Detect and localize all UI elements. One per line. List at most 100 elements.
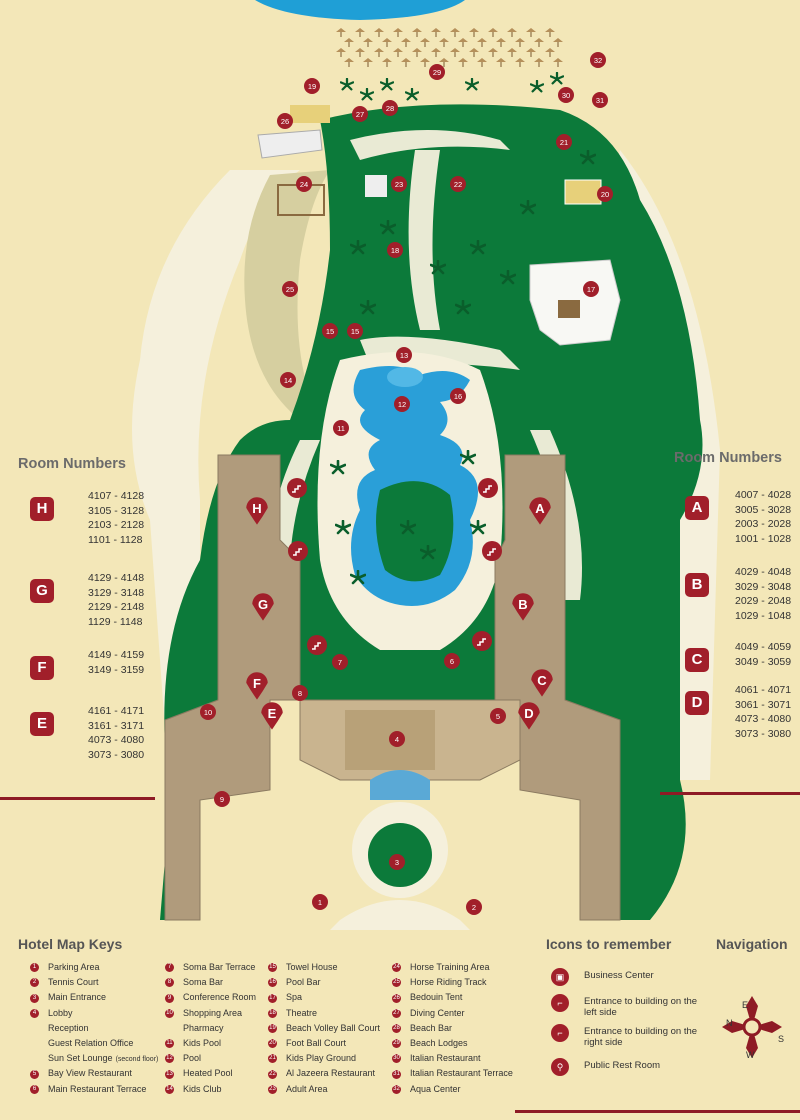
wing-left	[164, 454, 301, 921]
stairs-markers	[287, 478, 502, 655]
stairs-icon: ⌐	[551, 994, 569, 1012]
room-range: 4073 - 4080	[735, 713, 792, 725]
map-marker-number: 28	[386, 104, 394, 113]
compass-center	[742, 1017, 762, 1037]
legend-label: Reception	[48, 1022, 89, 1033]
map-marker-number: 14	[284, 376, 292, 385]
icon-label: Public Rest Room	[584, 1060, 661, 1071]
legend-label: Towel House	[286, 962, 338, 972]
room-range: 2103 - 2128	[88, 519, 145, 531]
room-range: 4061 - 4071	[735, 684, 792, 696]
map-marker	[280, 372, 296, 388]
map-marker-number: 21	[560, 138, 568, 147]
room-range: 3049 - 3059	[735, 655, 792, 668]
map-marker-number: 31	[596, 96, 604, 105]
legend-number: 12	[165, 1054, 174, 1064]
map-marker	[558, 87, 574, 103]
legend-number: 14	[165, 1084, 174, 1094]
stairs-icon	[482, 541, 502, 561]
map-marker-number: 11	[337, 424, 345, 433]
stairs-icon	[287, 478, 307, 498]
legend-label: Sun Set Lounge	[48, 1053, 113, 1064]
map-marker	[592, 92, 608, 108]
compass-needle-e	[752, 1021, 782, 1033]
legend-label: Diving Center	[410, 1007, 465, 1018]
legend-note: (second floor)	[115, 1056, 159, 1064]
map-marker	[352, 106, 368, 122]
navigation-title: Navigation	[716, 936, 788, 952]
map-marker-number: 3	[395, 858, 399, 867]
map-marker-number: 16	[454, 392, 462, 401]
legend-number: 28	[392, 1023, 401, 1033]
legend-item: 20 Foot Ball Court	[268, 1038, 347, 1049]
building-pin-label-e: E	[268, 706, 277, 721]
room-range: 1129 - 1148	[88, 615, 143, 628]
compass-n: N	[726, 1018, 733, 1028]
stairs-glyph	[487, 548, 496, 556]
map-marker-number: 25	[286, 285, 294, 294]
map-marker	[396, 347, 412, 363]
legend-number: 5	[30, 1069, 39, 1079]
legend-number: 9	[165, 993, 174, 1003]
legend-item: Sun Set Lounge(second floor)	[30, 1053, 158, 1063]
legend-label: Beach Volley Ball Court	[286, 1022, 381, 1033]
legend-label: Italian Restaurant	[410, 1053, 481, 1064]
map-marker	[583, 281, 599, 297]
legend-number: 31	[392, 1069, 401, 1079]
legend-number: 26	[392, 993, 401, 1003]
map-marker	[312, 894, 328, 910]
room-range: 4161 - 4171	[88, 705, 145, 717]
legend-label: Aqua Center	[410, 1083, 461, 1094]
room-range: 3149 - 3159	[88, 663, 145, 676]
map-marker-number: 26	[281, 117, 289, 126]
map-marker	[292, 685, 308, 701]
map-marker-number: 17	[587, 285, 595, 294]
legend-item: 26 Bedouin Tent	[392, 992, 463, 1003]
legend-number: 23	[268, 1084, 277, 1094]
stairs-icon	[472, 631, 492, 651]
room-range: 4007 - 4028	[735, 489, 792, 501]
room-range: 2129 - 2148	[88, 601, 145, 613]
compass-w: W	[746, 1050, 755, 1060]
map-marker-number: 2	[472, 903, 476, 912]
legend-label: Foot Ball Court	[286, 1038, 347, 1048]
legend-label: Kids Club	[183, 1083, 222, 1094]
legend-number: 1	[30, 963, 39, 973]
map-marker	[304, 78, 320, 94]
map-marker	[590, 52, 606, 68]
map-marker	[200, 704, 216, 720]
room-range: 4149 - 4159	[88, 649, 145, 661]
legend-label: Main Restaurant Terrace	[48, 1083, 147, 1094]
compass-needle-w	[722, 1021, 752, 1033]
legend-label: Shopping Area	[183, 1007, 243, 1018]
room-range: 3029 - 3048	[735, 580, 792, 593]
room-range: 3105 - 3128	[88, 504, 145, 517]
legend-number: 20	[268, 1039, 277, 1049]
map-marker	[597, 186, 613, 202]
map-marker-number: 5	[496, 712, 500, 721]
legend-number: 10	[165, 1008, 174, 1018]
building-pin-label-h: H	[252, 501, 261, 516]
map-marker	[332, 654, 348, 670]
map-marker	[556, 134, 572, 150]
map-marker	[429, 64, 445, 80]
map-marker	[444, 653, 460, 669]
building-pin-label-a: A	[535, 501, 545, 516]
adult-area	[365, 175, 387, 197]
map-marker-number: 9	[220, 795, 224, 804]
icons-title: Icons to remember	[546, 936, 672, 952]
legend-label: Bedouin Tent	[410, 992, 463, 1003]
restroom-icon: ⚲	[551, 1058, 569, 1076]
legend-number: 6	[30, 1084, 39, 1094]
